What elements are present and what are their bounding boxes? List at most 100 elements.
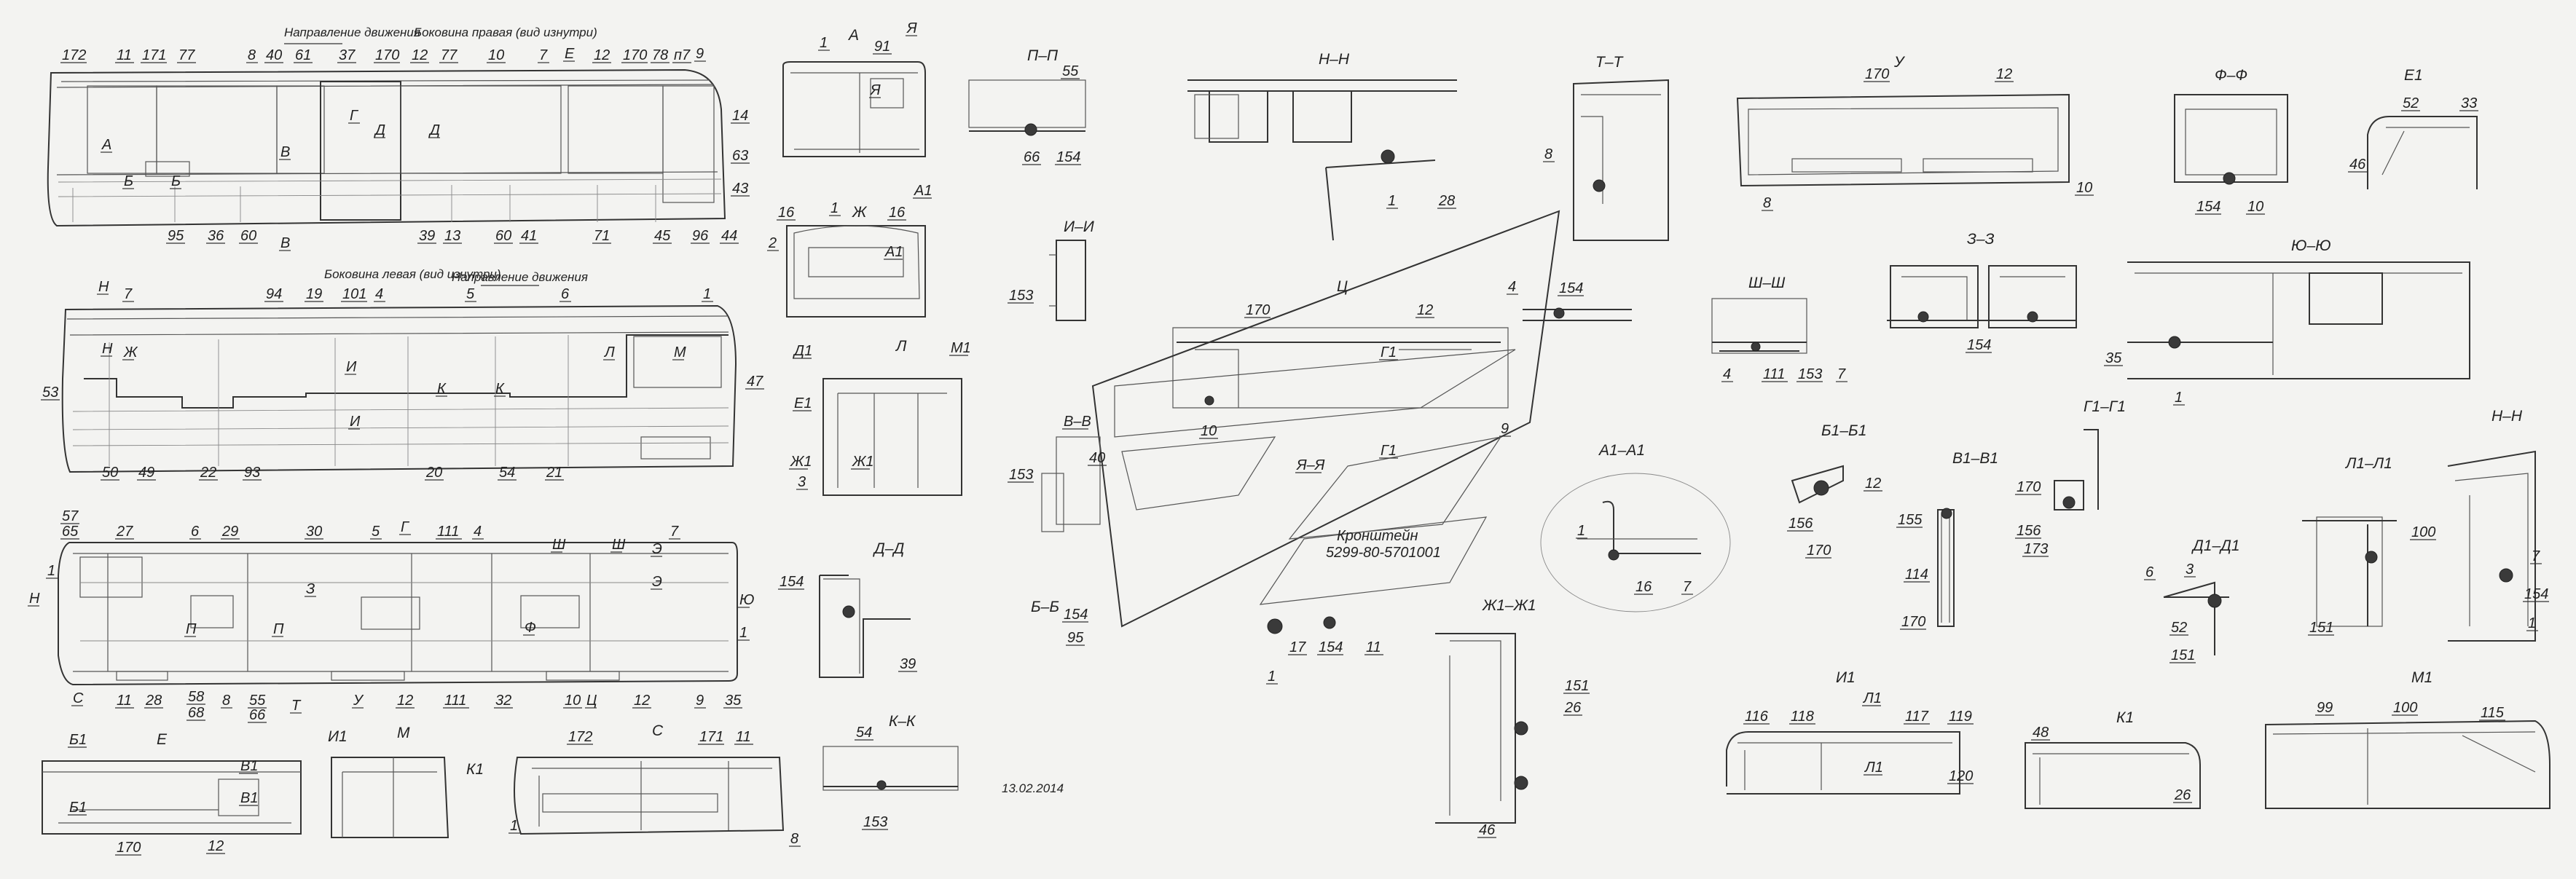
view-title: К–К <box>889 713 916 730</box>
callout-label: 52 <box>2403 95 2419 111</box>
callout-label: 12 <box>208 838 224 854</box>
callout-label: 45 <box>654 228 671 244</box>
callout-label: 95 <box>1067 630 1084 646</box>
callout-label: 170 <box>2017 479 2041 495</box>
view-title: Н–Н <box>1319 51 1350 68</box>
callout-label: 17 <box>1289 639 1306 655</box>
callout-label: 1 <box>47 563 55 579</box>
view-title: Ш–Ш <box>1748 275 1786 291</box>
view-title: А <box>847 27 859 44</box>
sect-G1-G1 <box>2054 429 2099 511</box>
view-title: Д–Д <box>873 540 904 557</box>
view-title: П–П <box>1027 47 1059 64</box>
view-title: Ц <box>1337 278 1348 295</box>
callout-label: Г <box>401 519 410 535</box>
callout-label: 46 <box>2349 157 2366 173</box>
callout-label: Д1 <box>793 343 812 359</box>
callout-label: 1 <box>739 625 747 641</box>
callout-label: 10 <box>2076 180 2092 196</box>
callout-label: 11 <box>117 47 132 63</box>
callout-label: В1 <box>240 758 258 774</box>
view-title: Б–Б <box>1031 599 1059 615</box>
callout-label: 120 <box>1949 768 1973 784</box>
callout-label: Н <box>98 279 109 295</box>
callout-label: 30 <box>306 524 322 540</box>
callout-label: 66 <box>1024 149 1040 165</box>
callout-label: 1 <box>2528 615 2536 631</box>
callout-label: 1 <box>2175 390 2183 406</box>
callout-label: 35 <box>2105 350 2122 366</box>
callout-label: 100 <box>2411 524 2435 540</box>
callout-label: С <box>73 690 84 706</box>
callout-label: 156 <box>2017 523 2041 539</box>
callout-label: 40 <box>1089 450 1105 466</box>
callout-label: В–В <box>1064 414 1091 430</box>
view-S <box>514 757 785 835</box>
sect-N-N <box>1187 79 1457 241</box>
callout-label: 9 <box>696 46 704 62</box>
callout-label: 12 <box>412 47 428 63</box>
view-title: Д1–Д1 <box>2191 537 2240 554</box>
direction-text-2: Направление движения <box>452 270 588 284</box>
view-title: Г1–Г1 <box>2084 398 2126 415</box>
callout-label: 111 <box>444 693 466 709</box>
callout-label: Ю <box>739 592 754 608</box>
callout-label: 1 <box>1577 523 1585 539</box>
callout-label: Н <box>102 341 113 357</box>
view-M1 <box>2265 720 2551 809</box>
callout-label: 71 <box>594 228 610 244</box>
callout-label: 154 <box>1559 280 1583 296</box>
callout-label: 2 <box>768 235 777 251</box>
callout-label: 46 <box>1479 822 1496 838</box>
view-title: Ф–Ф <box>2215 67 2247 84</box>
callout-label: Ж1 <box>852 454 873 470</box>
callout-label: Ж1 <box>790 454 812 470</box>
callout-label: 8 <box>1763 195 1771 211</box>
callout-label: 91 <box>874 39 890 55</box>
sect-V1-V1 <box>1937 508 1955 627</box>
callout-label: 153 <box>1798 366 1822 382</box>
sect-P-P <box>968 79 1086 136</box>
callout-label: 170 <box>1865 66 1889 82</box>
callout-label: 48 <box>2033 725 2049 741</box>
direction-text: Направление движения <box>284 25 420 39</box>
callout-label: 93 <box>244 465 260 481</box>
callout-label: 119 <box>1949 709 1972 725</box>
callout-label: Я–Я <box>1296 457 1325 473</box>
callout-label: 6 <box>2145 564 2154 580</box>
callout-label: 57 <box>62 508 79 524</box>
callout-label: 33 <box>2461 95 2477 111</box>
callout-label: 10 <box>565 693 581 709</box>
callout-label: 39 <box>900 656 916 672</box>
callout-label: 1 <box>510 818 518 834</box>
callout-label: 4 <box>474 524 482 540</box>
sect-Sh-Sh-partial <box>1523 307 1632 321</box>
view-title: В1–В1 <box>1952 450 1998 467</box>
callout-label: 78 <box>652 47 668 63</box>
callout-label: 1 <box>830 200 839 216</box>
callout-label: В <box>280 144 290 160</box>
callout-label: 26 <box>1564 700 1582 716</box>
callout-label: 41 <box>521 228 537 244</box>
view-K1-b <box>2025 742 2201 809</box>
callout-label: 171 <box>142 47 166 63</box>
callout-label: 172 <box>62 47 86 63</box>
callout-label: Б <box>124 173 133 189</box>
callout-label: 40 <box>266 47 282 63</box>
callout-label: 12 <box>594 47 610 63</box>
callout-label: Ж <box>123 344 138 360</box>
callout-label: Е1 <box>794 395 812 411</box>
callout-label: 32 <box>495 693 511 709</box>
side-left-view: Боковина левая (вид изнутри) Направление… <box>61 267 737 473</box>
callout-label: Т <box>291 698 302 714</box>
callout-label: 101 <box>342 286 366 302</box>
callout-label: 1 <box>1388 193 1396 209</box>
callout-label: 154 <box>1064 607 1088 623</box>
callout-label: 63 <box>732 148 748 164</box>
callout-label: 155 <box>1898 512 1923 528</box>
callout-label: 28 <box>145 693 162 709</box>
callout-label: 154 <box>2524 586 2548 602</box>
view-title: И1 <box>1836 669 1856 686</box>
callout-label: 154 <box>780 574 804 590</box>
callout-label: Г <box>350 108 359 124</box>
